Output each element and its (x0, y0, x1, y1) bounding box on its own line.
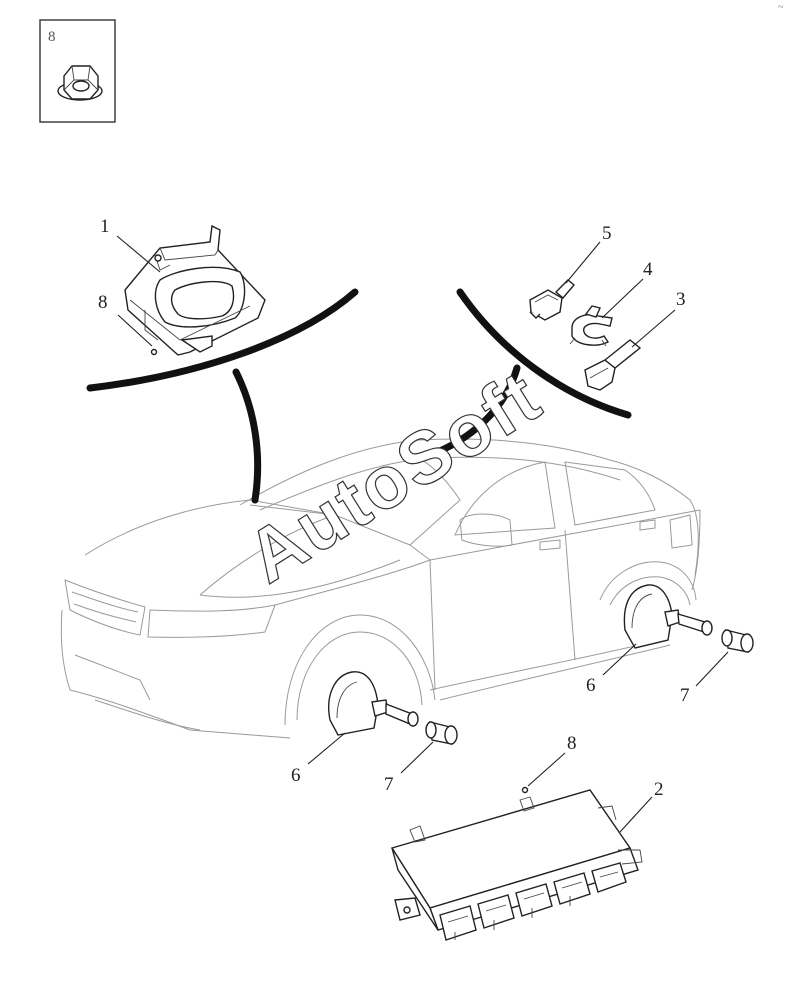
callout-4-clip: 4 (643, 259, 653, 280)
callout-6-front-sensor: 6 (291, 765, 301, 786)
callout-1-tpms-module-bracket: 1 (100, 216, 110, 237)
callout-5-antenna-connector: 5 (602, 223, 612, 244)
view-arcs (86, 288, 632, 504)
module-nut (521, 786, 529, 794)
callout-8-bracket-nut: 8 (98, 292, 108, 313)
callout-leaders (116, 235, 729, 833)
front-valve-cap (425, 721, 458, 745)
callout-7-rear-valve-cap: 7 (680, 685, 690, 706)
front-tpms-sensor (328, 671, 419, 736)
callout-8-module-nut: 8 (567, 733, 577, 754)
rear-tpms-sensor (623, 584, 713, 649)
callout-2-control-module: 2 (654, 779, 664, 800)
clip (569, 305, 613, 347)
callout-6-rear-sensor: 6 (586, 675, 596, 696)
callout-3-antenna-plug: 3 (676, 289, 686, 310)
flange-nut-icon (57, 65, 103, 101)
inset-box: 8 (39, 19, 116, 123)
tpms-control-module (390, 789, 643, 941)
watermark: AutoSoft (232, 354, 554, 598)
antenna-connector (529, 279, 575, 321)
rear-valve-cap (721, 629, 754, 653)
tpms-module-bracket (124, 224, 266, 356)
corner-mark: ~ (778, 2, 784, 13)
callout-7-front-valve-cap: 7 (384, 774, 394, 795)
callout-numbers: 1 8 5 4 3 6 7 6 7 8 2 (98, 216, 690, 800)
antenna-plug (584, 339, 642, 391)
inset-part-number: 8 (48, 29, 56, 45)
